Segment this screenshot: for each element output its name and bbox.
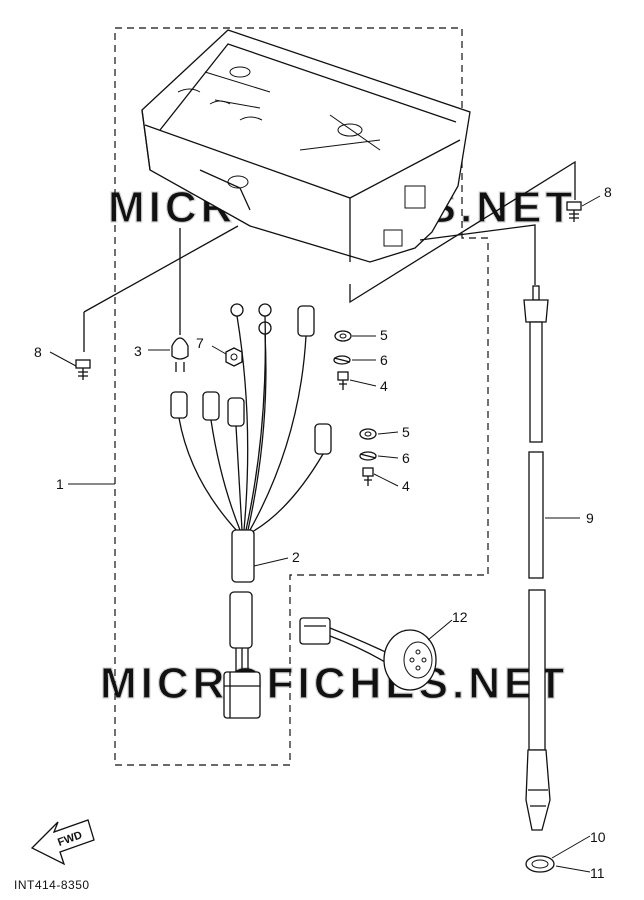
drawing-code: INT414-8350 <box>14 878 90 892</box>
leader-cable-connection <box>349 160 576 304</box>
callout-12: 12 <box>452 609 468 625</box>
callout-6-upper: 6 <box>380 352 388 368</box>
callout-5-lower: 5 <box>402 424 410 440</box>
bulb-3 <box>171 337 189 372</box>
switch-12 <box>299 617 437 691</box>
callout-5-upper: 5 <box>380 327 388 343</box>
callout-4-upper: 4 <box>380 378 388 394</box>
callout-3: 3 <box>134 343 142 359</box>
fwd-arrow-icon: FWD <box>30 819 95 866</box>
nut-7 <box>225 347 243 367</box>
callout-8-right: 8 <box>604 184 612 200</box>
hardware-set-lower <box>359 428 377 486</box>
watermark-bottom: MICROFICHES.NET <box>100 659 568 708</box>
meter-assembly <box>141 29 471 263</box>
screw-8-right <box>566 201 582 222</box>
leader-meter-left <box>83 225 239 313</box>
callout-8-left: 8 <box>34 344 42 360</box>
callout-9: 9 <box>586 510 594 526</box>
wire-harness-2 <box>170 303 332 719</box>
speedometer-cable-9 <box>523 285 551 831</box>
callout-4-lower: 4 <box>402 478 410 494</box>
clip-10 <box>525 855 555 873</box>
screw-8-left <box>75 359 91 380</box>
callout-7: 7 <box>196 335 204 351</box>
callout-2: 2 <box>292 549 300 565</box>
callout-6-lower: 6 <box>402 450 410 466</box>
callout-10: 10 <box>590 829 606 845</box>
callout-11: 11 <box>590 865 605 881</box>
callout-1: 1 <box>56 476 64 492</box>
hardware-set-upper <box>333 330 352 390</box>
ring-11 <box>531 859 549 869</box>
